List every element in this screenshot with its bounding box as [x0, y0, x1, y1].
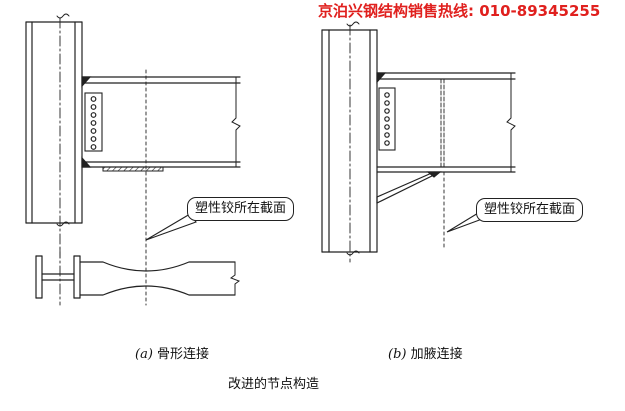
- sales-hotline-watermark: 京泊兴钢结构销售热线: 010-89345255: [318, 2, 601, 20]
- column-a: [25, 13, 83, 259]
- column-b: [321, 21, 378, 263]
- caption-a: (a) 骨形连接: [135, 343, 209, 362]
- beam-a: [81, 69, 241, 306]
- caption-a-tag: (a): [135, 347, 153, 362]
- plastic-hinge-callout-b: 塑性铰所在截面: [476, 198, 584, 222]
- caption-b-text: 加腋连接: [410, 347, 463, 362]
- caption-b: (b) 加腋连接: [388, 343, 463, 362]
- plastic-hinge-callout-a: 塑性铰所在截面: [187, 197, 295, 221]
- caption-a-text: 骨形连接: [157, 347, 210, 362]
- figure-title: 改进的节点构造: [228, 377, 320, 392]
- beam-b: [376, 72, 516, 251]
- plan-view-a: [35, 247, 241, 306]
- caption-b-tag: (b): [388, 347, 407, 362]
